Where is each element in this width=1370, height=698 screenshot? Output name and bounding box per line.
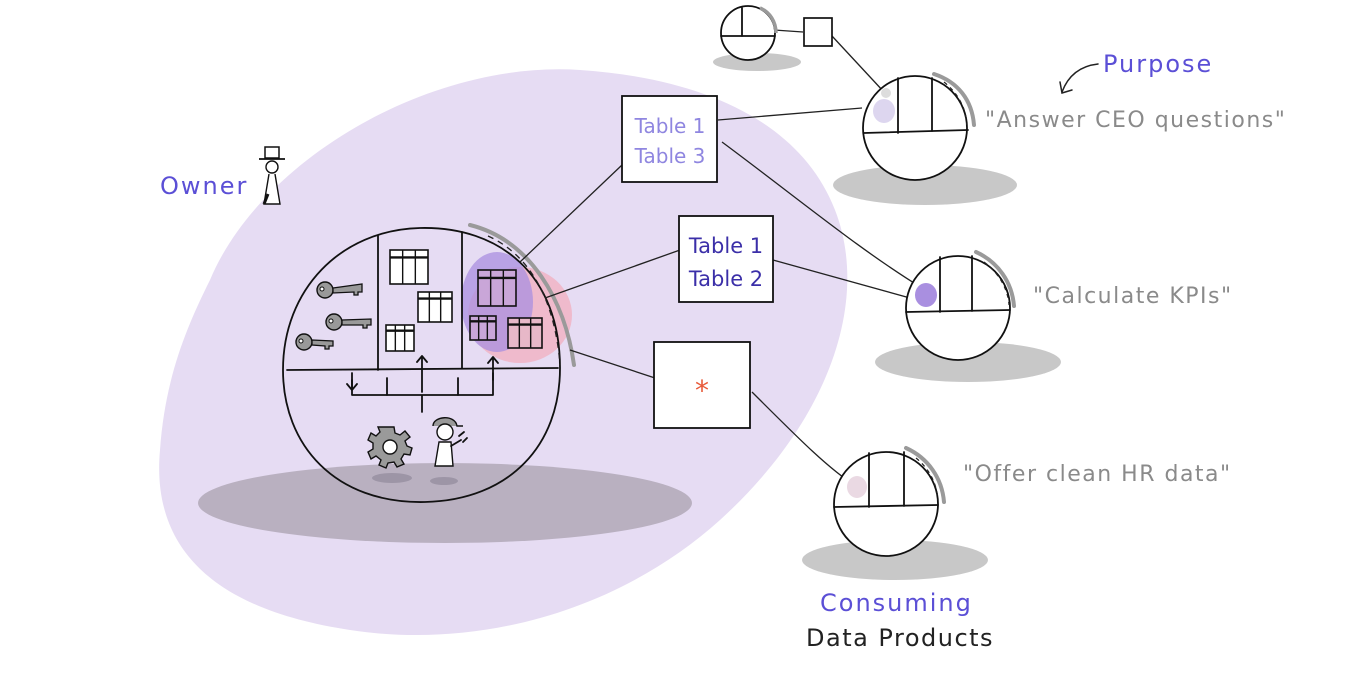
port1-line1: Table 1 — [634, 114, 706, 138]
consuming-label-line2: Data Products — [806, 624, 994, 652]
consumer3-purpose: "Offer clean HR data" — [963, 462, 1232, 487]
table-icon — [507, 317, 543, 349]
owner-label: Owner — [160, 172, 248, 200]
port3-symbol: * — [695, 374, 709, 407]
arrow-icon — [487, 356, 499, 381]
port2-line2: Table 2 — [688, 267, 763, 291]
main-data-product — [282, 223, 576, 503]
table-icon — [389, 249, 429, 285]
output-port-1: Table 1 Table 3 — [621, 95, 718, 183]
output-port-3: * — [653, 341, 751, 429]
arrow-icon — [416, 355, 428, 393]
port1-line2: Table 3 — [634, 144, 706, 168]
gear-shadow — [372, 473, 412, 483]
line-box-consumer1 — [831, 35, 885, 93]
consumer-data-product-3 — [802, 446, 988, 580]
table-icon — [417, 291, 453, 323]
gear-icon — [367, 426, 413, 469]
table-icon — [477, 269, 517, 307]
line-top-sphere-box — [773, 29, 804, 33]
main-outer-arc — [468, 223, 576, 367]
arrow-icon — [386, 377, 459, 396]
consumer-data-product-1 — [833, 72, 1017, 205]
purpose-label: Purpose — [1103, 50, 1213, 78]
key-icon — [325, 313, 372, 331]
consuming-label-line1: Consuming — [820, 589, 973, 617]
port2-line1: Table 1 — [688, 234, 763, 258]
main-dashed-arc — [487, 235, 561, 366]
engineer-shadow — [430, 477, 458, 485]
key-icon — [316, 281, 363, 299]
arrow-icon — [346, 379, 358, 391]
consumer1-purpose: "Answer CEO questions" — [985, 108, 1286, 133]
key-icon — [295, 333, 334, 351]
line-port2-consumer2 — [772, 259, 911, 299]
line-sphere-port2 — [544, 249, 681, 299]
line-port1-consumer1 — [717, 107, 863, 121]
line-sphere-port3 — [569, 349, 656, 379]
engineer-icon — [432, 417, 468, 467]
line-port1-consumer2 — [721, 141, 923, 289]
owner-top-hat-icon — [259, 146, 285, 205]
table-icon — [469, 315, 497, 341]
upstream-port — [803, 17, 833, 47]
table-icon — [385, 324, 415, 352]
purpose-arrow-icon — [1059, 63, 1099, 94]
upstream-data-product — [713, 5, 833, 71]
consumer2-purpose: "Calculate KPIs" — [1033, 284, 1233, 309]
consumer-data-product-2 — [875, 250, 1061, 382]
main-shadow — [198, 463, 692, 543]
line-sphere-port1 — [519, 164, 623, 263]
output-port-2: Table 1 Table 2 — [678, 215, 774, 303]
